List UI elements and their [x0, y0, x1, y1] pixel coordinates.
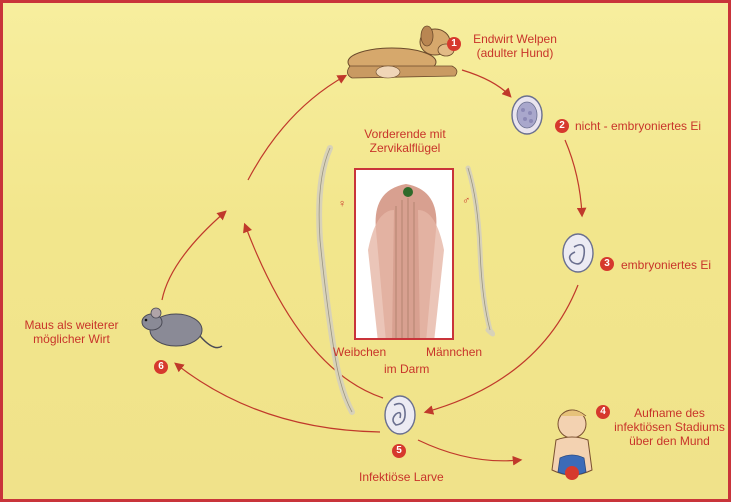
infective-larva-egg-illustration: [385, 396, 415, 434]
male-symbol: ♂: [462, 194, 470, 208]
stage-5-label: Infektiöse Larve: [359, 470, 444, 484]
arrow-6-to-up: [162, 212, 225, 300]
stage-number-2: 2: [555, 119, 569, 133]
child-illustration: [552, 410, 592, 480]
arrow-5-to-4: [418, 440, 520, 461]
location-label: im Darm: [384, 362, 429, 376]
arrow-up-to-1: [248, 76, 345, 180]
stage-number-3: 3: [600, 257, 614, 271]
stage-3-label: embryoniertes Ei: [621, 258, 711, 272]
anterior-end-photo: [354, 168, 454, 340]
stage-number-6: 6: [154, 360, 168, 374]
stage-1-line1: Endwirt Welpen: [465, 32, 565, 46]
stage-6-line1: Maus als weiterer: [14, 318, 129, 332]
female-symbol: ♀: [338, 197, 346, 211]
unembryonated-egg-illustration: [512, 96, 542, 134]
stage-6-line2: möglicher Wirt: [14, 332, 129, 346]
center-title-line1: Vorderende mit: [350, 127, 460, 141]
embryonated-egg-illustration: [563, 234, 593, 272]
stage-number-4: 4: [596, 405, 610, 419]
stage-4-line1: Aufname des: [612, 406, 727, 420]
center-title: Vorderende mit Zervikalflügel: [350, 127, 460, 155]
stage-4-line2: infektiösen Stadiums: [612, 420, 727, 434]
arrow-2-to-3: [565, 140, 582, 215]
arrow-5-to-6: [176, 364, 380, 432]
stage-number-1: 1: [447, 37, 461, 51]
stage-4-line3: über den Mund: [612, 434, 727, 448]
stage-2-label: nicht - embryoniertes Ei: [575, 119, 701, 133]
arrow-1-to-2: [462, 70, 510, 96]
stage-number-5: 5: [392, 444, 406, 458]
center-title-line2: Zervikalflügel: [350, 141, 460, 155]
mouse-illustration: [142, 308, 222, 348]
worm-head-image: [356, 170, 454, 340]
male-label: Männchen: [426, 345, 482, 359]
female-label: Weibchen: [333, 345, 386, 359]
stage-1-line2: (adulter Hund): [465, 46, 565, 60]
puppy-illustration: [347, 26, 456, 78]
stage-4-label: Aufname des infektiösen Stadiums über de…: [612, 406, 727, 448]
stage-1-label: Endwirt Welpen (adulter Hund): [465, 32, 565, 60]
stage-6-label: Maus als weiterer möglicher Wirt: [14, 318, 129, 346]
